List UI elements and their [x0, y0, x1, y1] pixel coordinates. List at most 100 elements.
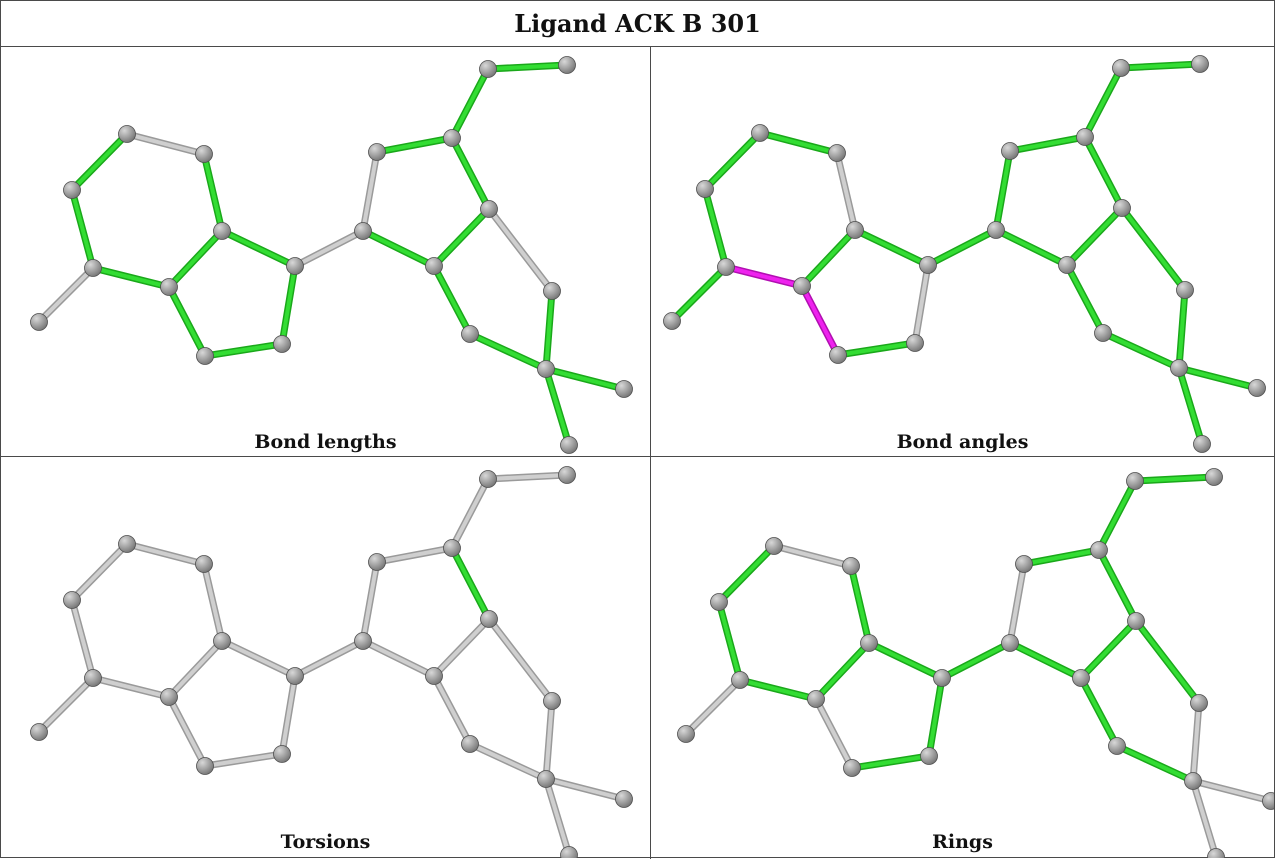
atom-c4 — [213, 222, 231, 240]
bond-c5-c6 — [89, 264, 173, 291]
bond-c4-c9 — [865, 639, 946, 682]
bond-m2-m4 — [542, 365, 573, 449]
atom-c8 — [906, 334, 924, 352]
atom-c7 — [196, 757, 214, 775]
bond-c18-m2 — [466, 740, 550, 783]
atom-m1 — [30, 723, 48, 741]
bond-c8-c7 — [834, 339, 919, 359]
bond-c11-c12 — [448, 134, 493, 213]
atom-c18 — [461, 735, 479, 753]
bond-c10-c13 — [359, 637, 438, 680]
atom-c11 — [1076, 128, 1094, 146]
atom-m1 — [677, 725, 695, 743]
atom-m4 — [560, 436, 578, 454]
panel-caption-torsions: Torsions — [280, 831, 371, 853]
atom-c16 — [558, 56, 576, 74]
atom-c10 — [354, 632, 372, 650]
atom-c12 — [1127, 612, 1145, 630]
bond-c1-c2 — [715, 542, 778, 606]
bond-c9-c10 — [924, 226, 1000, 269]
atom-c16 — [558, 466, 576, 484]
bond-c4-c5 — [798, 226, 859, 290]
bond-c6-m1 — [668, 263, 730, 325]
atom-m3 — [615, 790, 633, 808]
panel-bond-angles: Bond angles — [651, 47, 1274, 456]
atom-c9 — [286, 257, 304, 275]
panel-bond-lengths: Bond lengths — [1, 47, 650, 456]
bond-c1-c2 — [68, 540, 131, 604]
bond-c17-m2 — [1189, 699, 1203, 785]
bond-c8-c7 — [848, 752, 933, 772]
atom-c3 — [828, 144, 846, 162]
atom-c1 — [63, 591, 81, 609]
atom-m4 — [560, 846, 578, 858]
bond-c4-c9 — [218, 637, 299, 680]
bond-c11-c12 — [1081, 133, 1126, 212]
bond-c18-m2 — [466, 330, 550, 373]
bond-c12-c13 — [1063, 204, 1126, 269]
bond-c18-m2 — [1099, 329, 1183, 372]
bond-c12-c13 — [1077, 617, 1140, 682]
bond-c14-c11 — [373, 544, 456, 566]
bond-c7-c5 — [165, 693, 209, 770]
column-divider — [650, 46, 651, 859]
bond-c11-c12 — [448, 544, 493, 623]
bond-c5-c6 — [89, 674, 173, 701]
bond-c2-c3 — [123, 130, 208, 158]
atom-c12 — [480, 610, 498, 628]
atom-c12 — [480, 200, 498, 218]
bond-c10-c13 — [992, 226, 1071, 269]
bond-c10-c13 — [359, 227, 438, 270]
panel-caption-bond-lengths: Bond lengths — [254, 431, 397, 453]
atom-c11 — [443, 129, 461, 147]
bond-c13-c18 — [430, 672, 474, 748]
bond-c2-c3 — [756, 129, 841, 157]
atom-c6 — [731, 671, 749, 689]
bond-c13-c18 — [1077, 674, 1121, 750]
molecule-bond-angles — [663, 55, 1266, 453]
bond-c18-m2 — [1113, 742, 1197, 785]
bond-c3-c4 — [200, 150, 226, 235]
atom-c8 — [273, 335, 291, 353]
bond-c3-c4 — [847, 562, 873, 647]
atom-c7 — [843, 759, 861, 777]
atom-c3 — [195, 145, 213, 163]
atom-c11 — [1090, 541, 1108, 559]
bond-c1-c2 — [68, 130, 131, 194]
bond-c6-c1 — [715, 598, 744, 684]
bond-c11-c12 — [1095, 546, 1140, 625]
bond-c9-c8 — [278, 262, 299, 348]
molecule-rings — [677, 468, 1274, 858]
bond-c17-m2 — [1175, 286, 1189, 372]
atom-c12 — [1113, 199, 1131, 217]
bond-c14-c11 — [1020, 546, 1103, 568]
bond-c8-c7 — [201, 750, 286, 770]
atom-m4 — [1193, 435, 1211, 453]
bond-c7-c5 — [798, 282, 842, 359]
bond-c14-c11 — [1006, 133, 1089, 155]
row-divider — [1, 456, 1274, 457]
atom-c13 — [1072, 669, 1090, 687]
bond-c12-c17 — [1118, 204, 1189, 294]
bond-c17-m2 — [542, 697, 556, 783]
atom-m3 — [1262, 792, 1274, 810]
atom-c15 — [479, 470, 497, 488]
bond-c14-c11 — [373, 134, 456, 156]
bond-c10-c14 — [992, 147, 1014, 234]
bond-c9-c8 — [911, 261, 932, 347]
bond-c11-c15 — [448, 475, 492, 552]
molecule-torsions — [30, 466, 633, 858]
atom-c6 — [84, 259, 102, 277]
panel-torsions: Torsions — [1, 457, 650, 858]
bond-c9-c8 — [925, 674, 946, 760]
atom-c16 — [1191, 55, 1209, 73]
panel-rings: Rings — [651, 457, 1274, 858]
bond-c9-c8 — [278, 672, 299, 758]
bond-c4-c9 — [218, 227, 299, 270]
bond-c13-c18 — [430, 262, 474, 338]
bond-c11-c15 — [1095, 477, 1139, 554]
bond-c6-m1 — [35, 264, 97, 326]
bond-c12-c13 — [430, 205, 493, 270]
bond-c12-c17 — [1132, 617, 1203, 707]
